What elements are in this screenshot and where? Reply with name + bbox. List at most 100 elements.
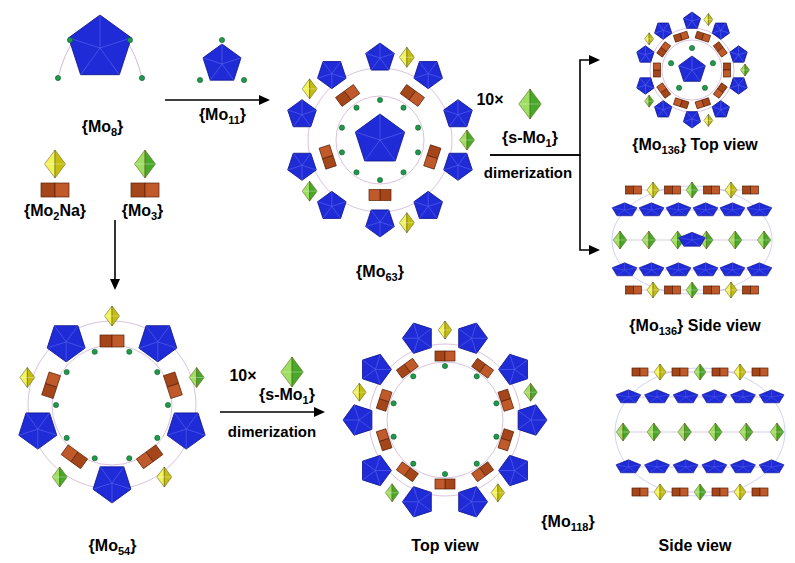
yellow-octahedron: [725, 182, 737, 198]
pentagon-edge: [222, 64, 234, 80]
pentagon-face: [730, 46, 747, 62]
pentagon-face: [683, 12, 700, 28]
pentagon-edge: [54, 326, 66, 342]
pentagon-face: [693, 263, 718, 276]
octahedron-face: [632, 488, 640, 496]
pentagon-edge: [380, 222, 381, 237]
mo-pair: [498, 389, 514, 411]
octahedron-face: [752, 368, 760, 376]
octahedron-face: [664, 286, 672, 294]
octahedron-edge: [734, 372, 746, 373]
pentagon-edge: [657, 465, 669, 467]
octahedron-face: [695, 100, 704, 109]
pentagon-edge: [698, 270, 706, 276]
pentagon-edge: [678, 397, 686, 403]
pentagon-edge: [645, 85, 646, 94]
octahedron-edge: [302, 191, 317, 192]
pentagon-edge: [624, 263, 625, 270]
pentagon-face: [637, 46, 654, 62]
pentagon-edge: [684, 240, 692, 246]
pentagon-edge: [705, 208, 717, 210]
pentagon-edge: [499, 470, 515, 471]
mo-pentagon: [712, 23, 729, 39]
pentagon-edge: [428, 74, 442, 79]
pentagon-edge: [732, 263, 733, 270]
bond-guide: [308, 68, 452, 212]
pentagon-edge: [366, 222, 380, 227]
sodium-atom: [710, 61, 715, 66]
green-octahedron: [524, 383, 538, 401]
formula-label: 10×: [476, 91, 503, 109]
pentagon-face: [683, 112, 700, 128]
sodium-atom: [339, 150, 344, 155]
mo-pair: [743, 286, 759, 294]
pentagon-edge: [714, 390, 715, 397]
sodium-atom: [127, 456, 132, 461]
pentagon-edge: [637, 52, 646, 55]
formula-label: {s-Mo1}: [502, 129, 558, 147]
pentagon-edge: [38, 429, 57, 435]
pentagon-edge: [747, 208, 759, 210]
pentagon-edge: [628, 460, 629, 467]
pentagon-edge: [759, 263, 760, 270]
mo-pentagon: [139, 326, 177, 362]
formula-label: {Mo118}: [541, 513, 594, 531]
pentagon-edge: [679, 270, 687, 276]
sodium-atom: [494, 401, 499, 406]
pentagon-edge: [716, 23, 721, 30]
pentagon-edge: [679, 268, 691, 270]
octahedron-face: [167, 383, 182, 398]
pentagon-edge: [679, 210, 687, 216]
pentagon-edge: [742, 390, 743, 397]
pentagon-face: [702, 390, 727, 403]
green-octahedron: [281, 357, 304, 387]
pentagon-edge: [66, 326, 78, 342]
pentagon-edge: [331, 191, 332, 206]
pentagon-edge: [663, 107, 672, 110]
sodium-atom: [127, 349, 132, 354]
sodium-atom: [64, 435, 69, 440]
yellow-octahedron: [353, 383, 367, 401]
pentagon-edge: [652, 208, 664, 210]
structure-label: {Mo136} Top view: [632, 136, 758, 154]
octahedron-face: [752, 488, 760, 496]
octahedron-face: [319, 145, 333, 159]
pentagon-edge: [683, 119, 692, 122]
octahedron-face: [724, 70, 731, 77]
octahedron-face: [424, 155, 438, 169]
pentagon-edge: [69, 38, 100, 48]
octahedron-face: [640, 368, 648, 376]
pentagon-edge: [375, 455, 380, 470]
mo-pair: [61, 445, 87, 469]
pentagon-edge: [380, 210, 389, 222]
octahedron-face: [376, 429, 389, 442]
cluster-node: {Mo136} Top view: [600, 4, 790, 156]
octahedron-edge: [770, 432, 784, 433]
yellow-octahedron: [654, 484, 666, 500]
sodium-atom: [197, 77, 202, 82]
pentagon-edge: [414, 338, 419, 353]
green-octahedron: [645, 95, 654, 107]
bond-guide: [620, 397, 779, 398]
mo-pentagon: [69, 15, 132, 75]
mo-pair: [664, 186, 680, 194]
pentagon-edge: [515, 369, 528, 378]
pentagon-edge: [428, 191, 429, 206]
pentagon-edge: [414, 74, 428, 79]
pentagon-edge: [366, 53, 380, 58]
octahedron-edge: [519, 104, 542, 105]
pentagon-edge: [692, 56, 693, 70]
pentagon-edge: [47, 342, 66, 348]
mo-pentagon: [612, 203, 637, 216]
pentagon-edge: [459, 329, 472, 338]
mo-pentagon: [759, 390, 784, 403]
bond-guide: [612, 186, 772, 294]
structure-label: Top view: [411, 537, 478, 555]
pentagon-edge: [186, 429, 205, 435]
green-octahedron: [728, 231, 742, 249]
octahedron-face: [702, 33, 711, 42]
pentagon-edge: [732, 270, 740, 276]
octahedron-edge: [645, 38, 654, 39]
sodium-atom: [676, 85, 681, 90]
pentagon-edge: [318, 202, 332, 207]
